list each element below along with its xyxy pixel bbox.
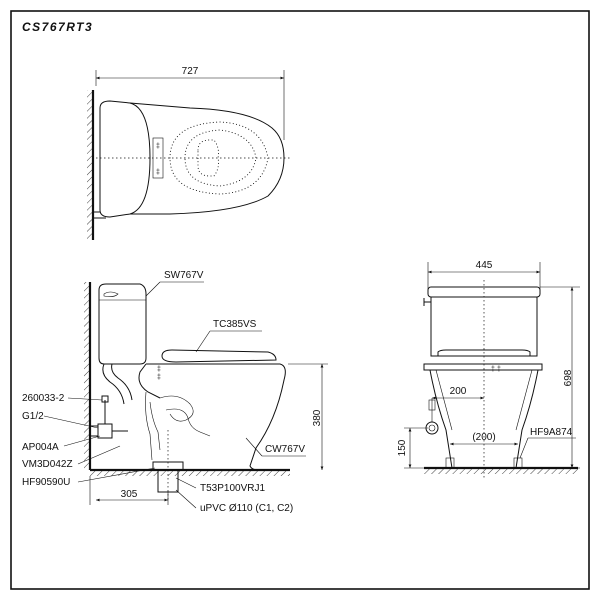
dim-depth-305: 305 (121, 489, 138, 500)
side-view-bowl (146, 363, 286, 471)
label-supply-part: 260033-2 (22, 393, 65, 404)
front-view-bolt-left (445, 457, 455, 469)
svg-text:‡: ‡ (157, 374, 161, 381)
svg-text:‡: ‡ (497, 366, 501, 373)
dim-inlet-offset-200: 200 (450, 386, 467, 397)
top-view-wall-hatch (87, 90, 93, 240)
dim-height-380: 380 (312, 409, 323, 426)
label-bolt: HF9A874 (530, 427, 573, 438)
label-valve: AP004A (22, 442, 59, 453)
label-thread: G1/2 (22, 411, 44, 422)
front-view-seat (423, 363, 543, 371)
front-view-bowl-left (429, 369, 453, 469)
dim-height-698: 698 (563, 369, 574, 386)
label-outlet: T53P100VRJ1 (200, 483, 265, 494)
side-view: ‡ ‡ 380 305 SW767V (22, 270, 328, 514)
label-tank: SW767V (164, 270, 204, 281)
label-seat: TC385VS (213, 319, 257, 330)
label-hose: VM3D042Z (22, 459, 73, 470)
front-view-bowl-right (515, 369, 539, 469)
svg-text:‡: ‡ (491, 366, 495, 373)
svg-text:‡: ‡ (157, 366, 161, 373)
model-title: CS767RT3 (22, 20, 93, 34)
sheet-border (10, 10, 590, 590)
svg-text:‡: ‡ (156, 143, 160, 150)
svg-text:‡: ‡ (156, 169, 160, 176)
top-view-tank (99, 100, 151, 218)
front-view-tank (430, 297, 538, 357)
dim-width-445: 445 (476, 260, 493, 271)
dim-inlet-height-150: 150 (397, 439, 408, 456)
flush-lever (103, 291, 119, 297)
dim-width-727: 727 (182, 66, 199, 77)
label-bowl: CW767V (265, 444, 305, 455)
label-pipe: uPVC Ø110 (C1, C2) (200, 503, 293, 514)
dim-bolt-spacing: (200) (472, 432, 495, 443)
side-view-seat (161, 349, 277, 363)
top-view: 727 ‡ ‡ (87, 66, 290, 240)
front-view-bolt-right (513, 457, 523, 469)
side-view-tank (98, 283, 147, 365)
label-flange: HF90590U (22, 477, 70, 488)
front-view: 445 ‡ ‡ 698 200 150 (397, 260, 580, 480)
